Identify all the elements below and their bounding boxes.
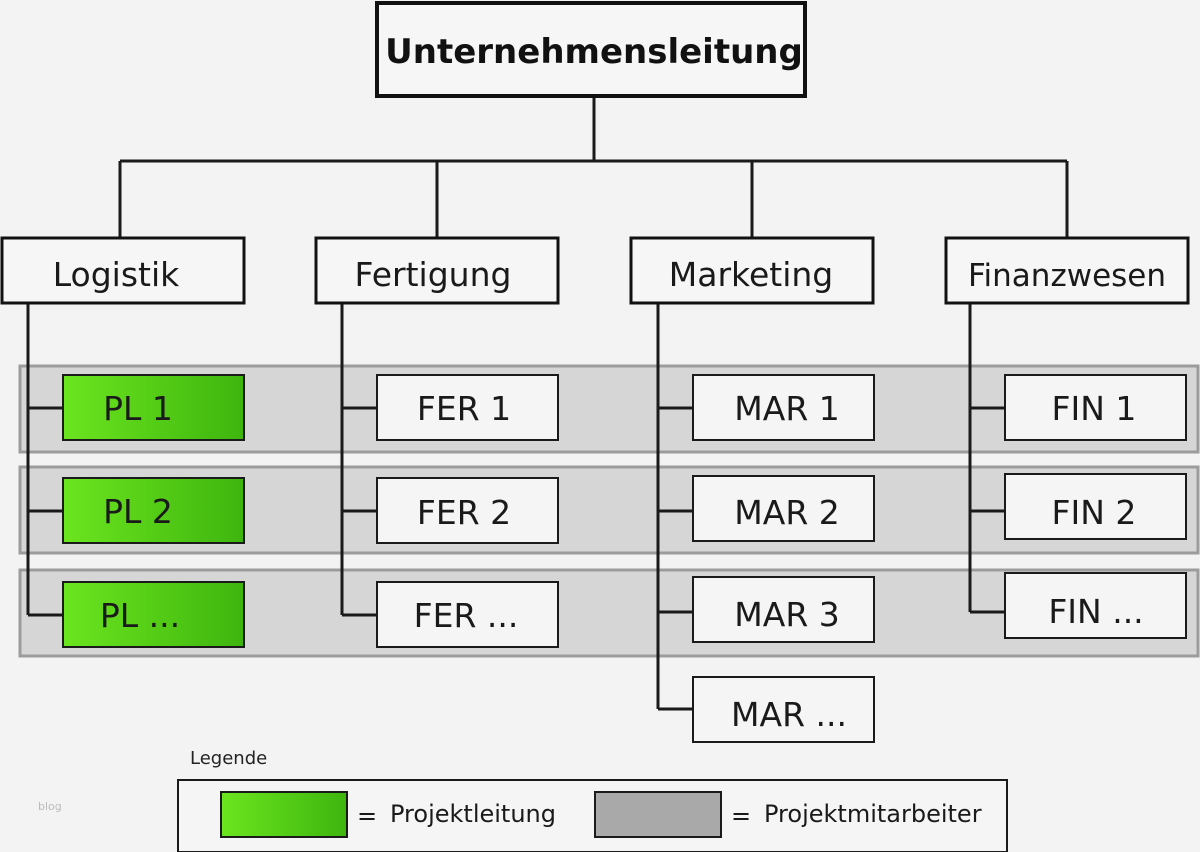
item-fin-2: FIN 2 bbox=[1004, 473, 1187, 540]
logistik-items: PL 1 PL 2 PL ... bbox=[62, 374, 245, 648]
item-fer-more: FER ... bbox=[376, 581, 559, 648]
item-label: PL ... bbox=[100, 596, 180, 635]
item-label: MAR 3 bbox=[734, 595, 839, 634]
fertigung-items: FER 1 FER 2 FER ... bbox=[376, 374, 559, 648]
legend-lead-swatch bbox=[220, 791, 348, 838]
item-fin-more: FIN ... bbox=[1004, 572, 1187, 639]
department-label: Marketing bbox=[669, 255, 833, 294]
item-pl-more: PL ... bbox=[62, 581, 245, 648]
item-mar-3: MAR 3 bbox=[692, 576, 875, 643]
finanzwesen-items: FIN 1 FIN 2 FIN ... bbox=[1004, 374, 1187, 639]
item-fin-1: FIN 1 bbox=[1004, 374, 1187, 441]
item-label: MAR ... bbox=[731, 695, 847, 734]
item-pl-1: PL 1 bbox=[62, 374, 245, 441]
department-label: Logistik bbox=[53, 255, 180, 294]
legend-member-swatch bbox=[594, 791, 722, 838]
item-fer-2: FER 2 bbox=[376, 477, 559, 544]
department-fertigung: Fertigung bbox=[314, 236, 560, 305]
department-logistik: Logistik bbox=[0, 236, 246, 305]
root-label: Unternehmensleitung bbox=[385, 32, 803, 72]
item-label: MAR 1 bbox=[734, 389, 839, 428]
item-label: FIN ... bbox=[1048, 592, 1143, 631]
item-mar-2: MAR 2 bbox=[692, 475, 875, 542]
department-label: Finanzwesen bbox=[968, 258, 1166, 294]
item-label: FER ... bbox=[414, 596, 519, 635]
marketing-items: MAR 1 MAR 2 MAR 3 MAR ... bbox=[692, 374, 875, 743]
connector-lines bbox=[26, 96, 1069, 711]
item-label: PL 1 bbox=[103, 389, 173, 428]
legend-title: Legende bbox=[190, 748, 267, 769]
item-label: FIN 1 bbox=[1052, 389, 1137, 428]
item-pl-2: PL 2 bbox=[62, 477, 245, 544]
item-mar-more: MAR ... bbox=[692, 676, 875, 743]
root-node: Unternehmensleitung bbox=[375, 1, 807, 98]
item-mar-1: MAR 1 bbox=[692, 374, 875, 441]
item-label: FER 2 bbox=[417, 493, 511, 532]
department-nodes: Logistik Fertigung Marketing Finanzwesen bbox=[0, 236, 1190, 305]
department-label: Fertigung bbox=[355, 255, 512, 294]
legend-lead-label: Projektleitung bbox=[390, 800, 556, 828]
legend: Legende = Projektleitung = Projektmitarb… bbox=[177, 748, 1008, 852]
item-label: MAR 2 bbox=[734, 493, 839, 532]
item-label: FER 1 bbox=[417, 389, 511, 428]
legend-member-equals: = bbox=[731, 802, 751, 830]
department-marketing: Marketing bbox=[629, 236, 875, 305]
item-label: PL 2 bbox=[103, 492, 173, 531]
item-label: FIN 2 bbox=[1052, 493, 1137, 532]
watermark-text: blog bbox=[38, 800, 62, 813]
legend-member-label: Projektmitarbeiter bbox=[764, 800, 982, 828]
item-fer-1: FER 1 bbox=[376, 374, 559, 441]
department-finanzwesen: Finanzwesen bbox=[944, 236, 1190, 305]
legend-lead-equals: = bbox=[357, 802, 377, 830]
